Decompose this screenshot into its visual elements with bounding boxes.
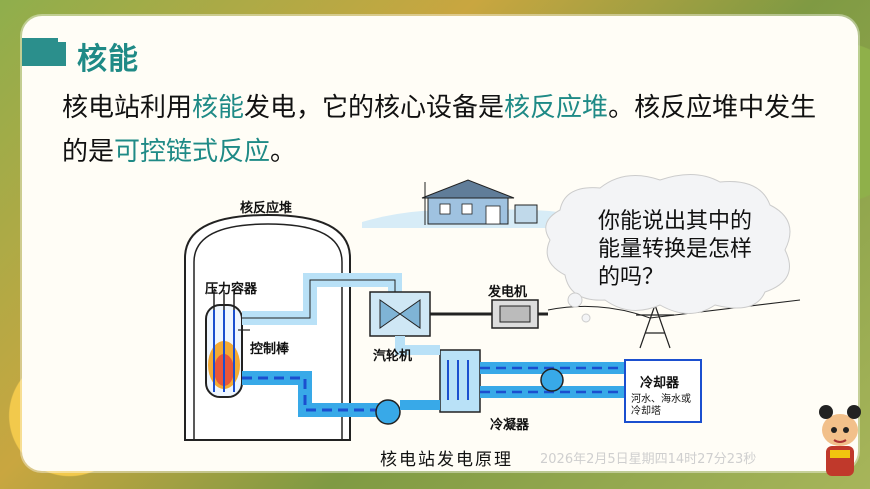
para-highlight-nuclear-energy: 核能 (192, 93, 245, 123)
para-highlight-reactor: 核反应堆 (504, 93, 609, 123)
label-pressure-vessel: 压力容器 (205, 282, 258, 297)
label-condenser: 冷凝器 (490, 418, 530, 433)
house-icon (362, 179, 580, 228)
timestamp-watermark: 2026年2月5日星期四14时27分23秒 (540, 452, 757, 467)
cooling-pump (540, 368, 564, 392)
label-turbine: 汽轮机 (373, 349, 413, 364)
label-cooler-sub: 河水、海水或冷却塔 (631, 394, 691, 417)
pump (375, 399, 401, 425)
cooler-box (624, 359, 702, 423)
para-highlight-chain-reaction: 可控链式反应 (114, 137, 271, 167)
thought-bubble (545, 174, 791, 314)
label-control-rod: 控制棒 (250, 342, 290, 357)
label-generator: 发电机 (488, 285, 528, 300)
para-text-3: 。核反应堆中发生的是 (62, 93, 817, 167)
intro-paragraph: 核电站利用核能发电，它的核心设备是核反应堆。核反应堆中发生的是可控链式反应。 (62, 86, 832, 174)
title-accent-notch (58, 34, 66, 42)
label-cooler: 冷却器 (640, 376, 680, 391)
bubble-question: 你能说出其中的能量转换是怎样的吗？ (598, 209, 753, 290)
slide-title: 核能 (77, 42, 139, 77)
title-accent-bar (22, 38, 66, 66)
label-reactor: 核反应堆 (240, 201, 293, 216)
para-text-4: 。 (270, 137, 297, 167)
power-pylon (636, 303, 674, 349)
diagram-caption: 核电站发电原理 (380, 450, 513, 470)
para-text-1: 核电站利用 (62, 93, 193, 123)
condenser (439, 349, 481, 413)
para-text-2: 发电，它的核心设备是 (244, 93, 505, 123)
mascot-character-icon (819, 405, 861, 476)
